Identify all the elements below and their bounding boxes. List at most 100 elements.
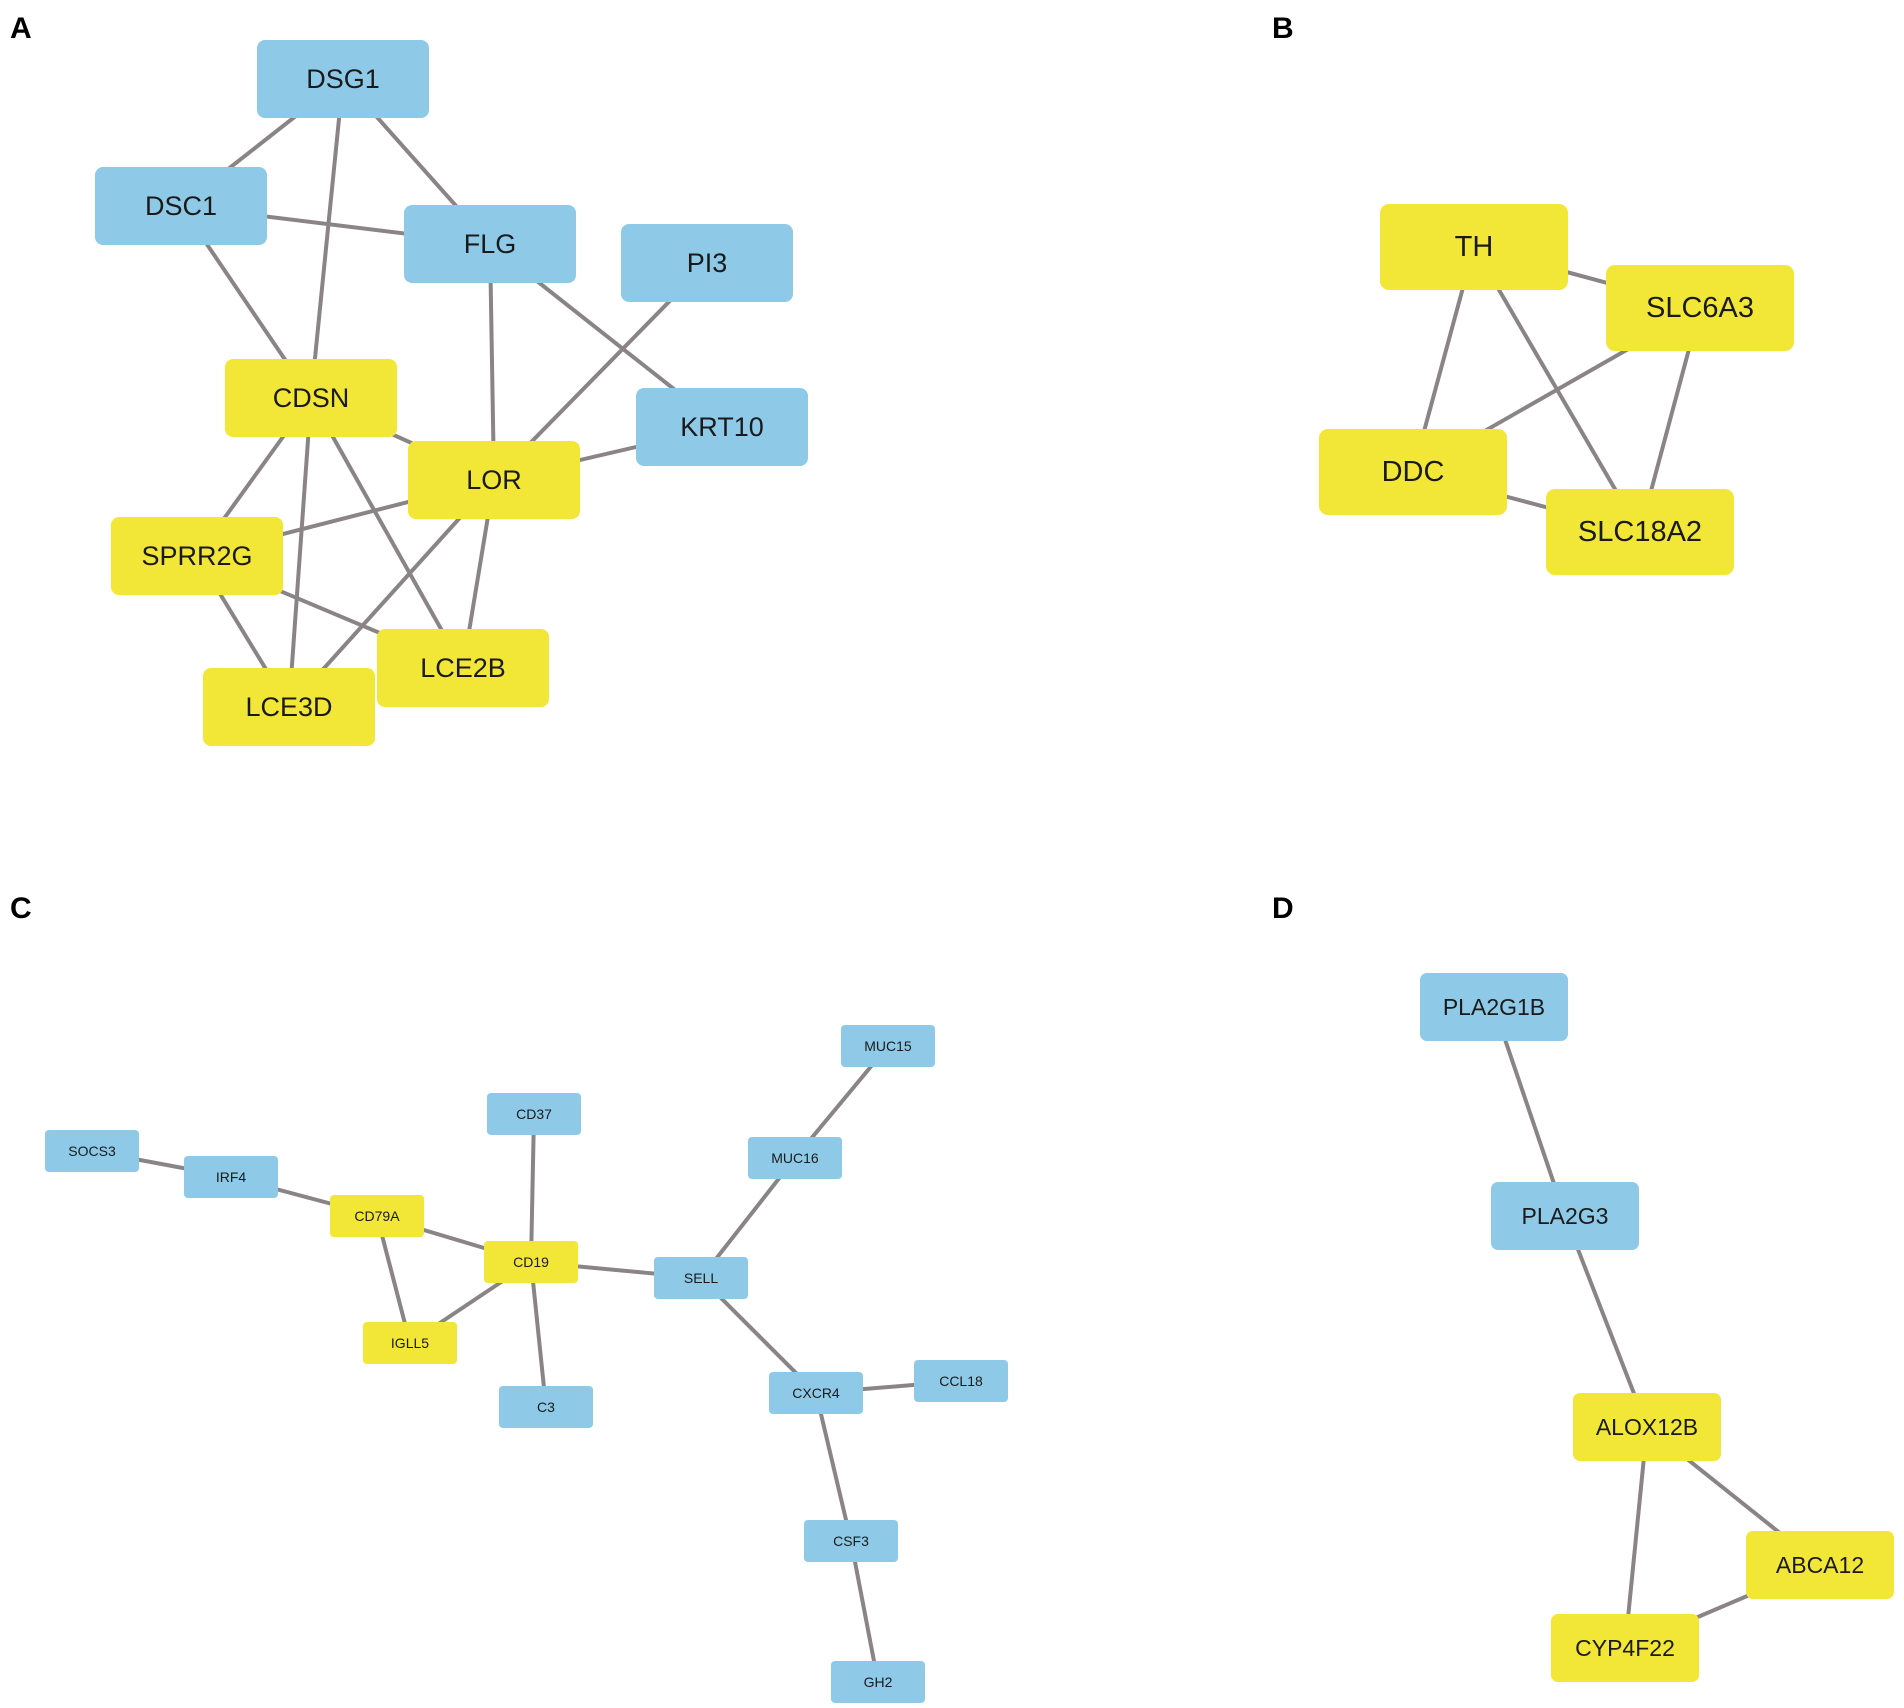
node-box bbox=[330, 1195, 424, 1237]
edge-cxcr4-csf3 bbox=[814, 1391, 853, 1543]
node-label: LCE2B bbox=[420, 653, 506, 683]
node-box bbox=[408, 441, 580, 519]
node-box bbox=[184, 1156, 278, 1198]
node-box bbox=[831, 1661, 925, 1703]
node-label: C3 bbox=[537, 1399, 555, 1415]
edge-dsg1-cdsn bbox=[309, 77, 345, 400]
node-box bbox=[1491, 1182, 1639, 1250]
node-label: ABCA12 bbox=[1776, 1552, 1864, 1578]
node-label: CSF3 bbox=[833, 1533, 869, 1549]
edge-flg-lor bbox=[488, 242, 496, 482]
node-label: ALOX12B bbox=[1596, 1414, 1698, 1440]
node-dsg1[interactable]: DSG1 bbox=[257, 40, 429, 118]
node-label: CDSN bbox=[273, 383, 350, 413]
node-box bbox=[45, 1130, 139, 1172]
node-box bbox=[487, 1093, 581, 1135]
node-box bbox=[636, 388, 808, 466]
node-cxcr4[interactable]: CXCR4 bbox=[769, 1372, 863, 1414]
node-flg[interactable]: FLG bbox=[404, 205, 576, 283]
node-label: SOCS3 bbox=[68, 1143, 116, 1159]
node-box bbox=[203, 668, 375, 746]
node-box bbox=[377, 629, 549, 707]
node-dsc1[interactable]: DSC1 bbox=[95, 167, 267, 245]
node-box bbox=[1573, 1393, 1721, 1461]
node-label: CYP4F22 bbox=[1575, 1635, 1675, 1661]
node-label: MUC15 bbox=[864, 1038, 912, 1054]
node-pla2g1b[interactable]: PLA2G1B bbox=[1420, 973, 1568, 1041]
node-label: LCE3D bbox=[245, 692, 332, 722]
node-label: CD37 bbox=[516, 1106, 552, 1122]
node-lor[interactable]: LOR bbox=[408, 441, 580, 519]
edge-csf3-gh2 bbox=[849, 1539, 880, 1684]
node-lce2b[interactable]: LCE2B bbox=[377, 629, 549, 707]
node-label: PLA2G3 bbox=[1522, 1203, 1609, 1229]
node-cdsn[interactable]: CDSN bbox=[225, 359, 397, 437]
node-label: FLG bbox=[464, 229, 517, 259]
node-box bbox=[95, 167, 267, 245]
node-box bbox=[1551, 1614, 1699, 1682]
node-label: SPRR2G bbox=[141, 541, 252, 571]
node-box bbox=[621, 224, 793, 302]
node-csf3[interactable]: CSF3 bbox=[804, 1520, 898, 1562]
node-ccl18[interactable]: CCL18 bbox=[914, 1360, 1008, 1402]
node-box bbox=[1319, 429, 1507, 515]
node-krt10[interactable]: KRT10 bbox=[636, 388, 808, 466]
node-label: CCL18 bbox=[939, 1373, 983, 1389]
node-cd79a[interactable]: CD79A bbox=[330, 1195, 424, 1237]
node-muc16[interactable]: MUC16 bbox=[748, 1137, 842, 1179]
panel-letter-c: C bbox=[10, 892, 32, 925]
node-box bbox=[1420, 973, 1568, 1041]
node-ddc[interactable]: DDC bbox=[1319, 429, 1507, 515]
edge-alox12b-cyp4f22 bbox=[1623, 1425, 1649, 1650]
node-abca12[interactable]: ABCA12 bbox=[1746, 1531, 1894, 1599]
edge-cd37-cd19 bbox=[529, 1112, 536, 1264]
node-label: KRT10 bbox=[680, 412, 764, 442]
node-label: TH bbox=[1455, 231, 1494, 263]
edge-cd19-c3 bbox=[529, 1260, 548, 1409]
node-box bbox=[257, 40, 429, 118]
node-slc6a3[interactable]: SLC6A3 bbox=[1606, 265, 1794, 351]
node-label: LOR bbox=[466, 465, 522, 495]
node-sell[interactable]: SELL bbox=[654, 1257, 748, 1299]
node-muc15[interactable]: MUC15 bbox=[841, 1025, 935, 1067]
node-socs3[interactable]: SOCS3 bbox=[45, 1130, 139, 1172]
panel-a: ADSG1DSC1FLGPI3KRT10CDSNLORSPRR2GLCE2BLC… bbox=[10, 12, 808, 746]
node-irf4[interactable]: IRF4 bbox=[184, 1156, 278, 1198]
node-sprr2g[interactable]: SPRR2G bbox=[111, 517, 283, 595]
node-label: IRF4 bbox=[216, 1169, 247, 1185]
edge-cd79a-igll5 bbox=[375, 1214, 412, 1345]
node-gh2[interactable]: GH2 bbox=[831, 1661, 925, 1703]
node-slc18a2[interactable]: SLC18A2 bbox=[1546, 489, 1734, 575]
panel-letter-b: B bbox=[1272, 12, 1294, 45]
node-label: DSG1 bbox=[306, 64, 380, 94]
node-box bbox=[748, 1137, 842, 1179]
node-lce3d[interactable]: LCE3D bbox=[203, 668, 375, 746]
node-box bbox=[1380, 204, 1568, 290]
edge-pla2g1b-pla2g3 bbox=[1492, 1005, 1567, 1218]
node-c3[interactable]: C3 bbox=[499, 1386, 593, 1428]
node-cd37[interactable]: CD37 bbox=[487, 1093, 581, 1135]
node-label: GH2 bbox=[864, 1674, 893, 1690]
node-label: SELL bbox=[684, 1270, 718, 1286]
node-th[interactable]: TH bbox=[1380, 204, 1568, 290]
node-label: CD79A bbox=[354, 1208, 400, 1224]
edge-pla2g3-alox12b bbox=[1563, 1214, 1649, 1429]
node-box bbox=[804, 1520, 898, 1562]
node-cyp4f22[interactable]: CYP4F22 bbox=[1551, 1614, 1699, 1682]
node-alox12b[interactable]: ALOX12B bbox=[1573, 1393, 1721, 1461]
node-label: DSC1 bbox=[145, 191, 217, 221]
node-label: PI3 bbox=[687, 248, 728, 278]
node-label: SLC18A2 bbox=[1578, 516, 1702, 548]
node-pla2g3[interactable]: PLA2G3 bbox=[1491, 1182, 1639, 1250]
node-igll5[interactable]: IGLL5 bbox=[363, 1322, 457, 1364]
node-label: CXCR4 bbox=[792, 1385, 840, 1401]
node-box bbox=[1746, 1531, 1894, 1599]
node-pi3[interactable]: PI3 bbox=[621, 224, 793, 302]
node-box bbox=[1606, 265, 1794, 351]
node-box bbox=[225, 359, 397, 437]
node-cd19[interactable]: CD19 bbox=[484, 1241, 578, 1283]
node-label: IGLL5 bbox=[391, 1335, 429, 1351]
